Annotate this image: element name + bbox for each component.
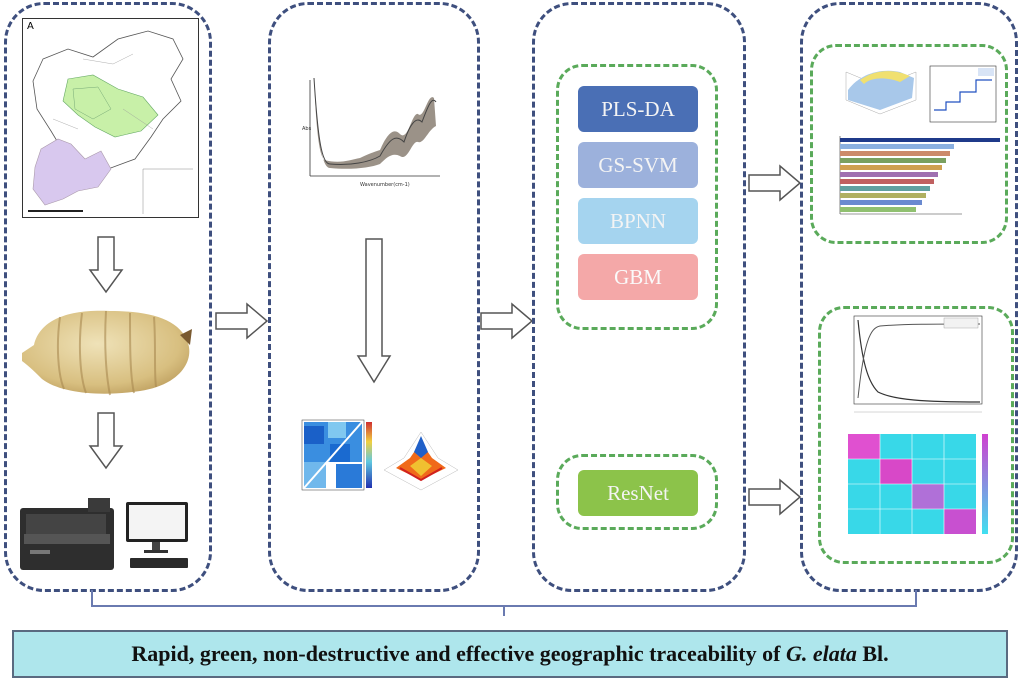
method-gssvm: GS-SVM <box>578 142 698 188</box>
down-arrow-1 <box>88 236 124 294</box>
map-panel-letter: A <box>27 21 34 32</box>
grid-search-surface-plot <box>845 70 917 115</box>
right-arrow-4 <box>748 478 802 516</box>
right-arrow-2 <box>480 302 534 340</box>
2dcos-3d-surface <box>383 431 459 491</box>
classic-results-group <box>810 44 1008 244</box>
deep-results-group <box>818 306 1014 564</box>
2dcos-heatmap <box>301 419 372 491</box>
down-arrow-2 <box>88 412 124 470</box>
panel-models <box>532 2 746 592</box>
china-map: A <box>22 18 199 218</box>
training-curve-plot <box>853 315 983 413</box>
china-map-graphic <box>28 30 193 214</box>
method-plsda: PLS-DA <box>578 86 698 132</box>
classic-models-group <box>556 64 718 330</box>
panel-sample-collection <box>4 2 212 592</box>
svg-text:Wavenumber(cm-1): Wavenumber(cm-1) <box>360 182 410 188</box>
computer-image <box>126 502 188 568</box>
conclusion-text: Rapid, green, non-destructive and effect… <box>131 641 889 666</box>
right-arrow-1 <box>215 302 269 340</box>
feature-importance-bars <box>839 136 1000 215</box>
summary-bracket <box>91 590 917 616</box>
deep-learning-group <box>556 454 718 530</box>
right-arrow-3 <box>748 164 802 202</box>
gastrodia-tuber-image <box>22 310 192 396</box>
confusion-matrix <box>848 434 988 534</box>
species-name: G. elata <box>785 641 857 666</box>
svg-text:Abs: Abs <box>302 126 312 132</box>
nir-spectra-plot: Abs Wavenumber(cm-1) <box>302 77 440 188</box>
nir-spectrometer-image <box>20 498 114 570</box>
method-gbm: GBM <box>578 254 698 300</box>
method-resnet: ResNet <box>578 470 698 516</box>
conclusion-banner: Rapid, green, non-destructive and effect… <box>12 630 1008 678</box>
accuracy-step-plot <box>929 65 997 123</box>
panel-spectral-data <box>268 2 480 592</box>
method-bpnn: BPNN <box>578 198 698 244</box>
panel-results <box>800 2 1018 592</box>
down-arrow-long <box>356 238 392 384</box>
